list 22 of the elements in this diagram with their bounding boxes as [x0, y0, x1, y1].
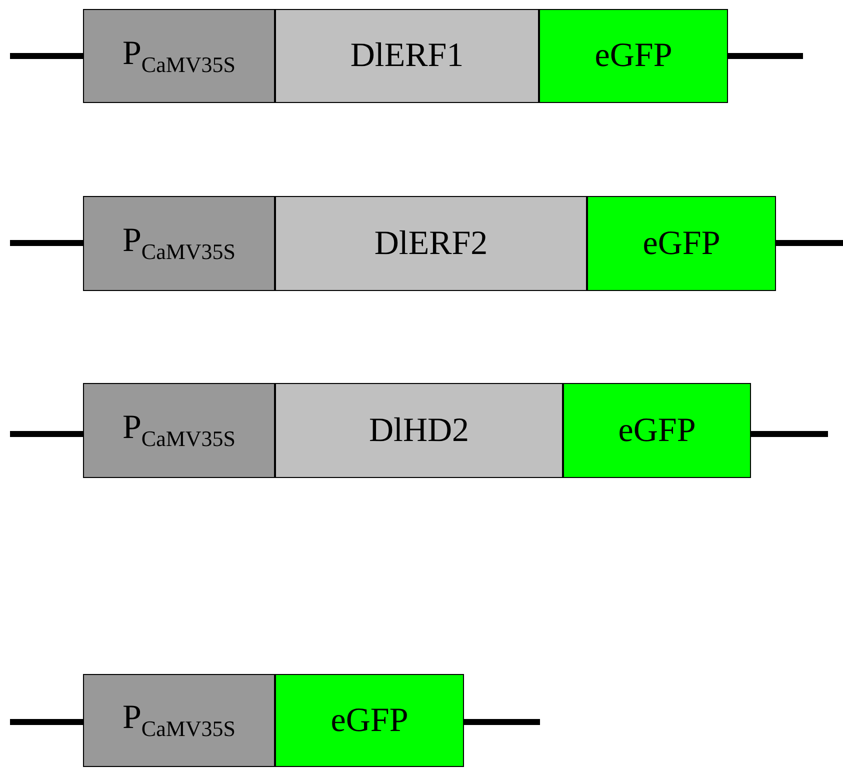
segment-label: P$_{CaMV35S}$: [122, 34, 236, 78]
reporter-segment: [587, 196, 776, 291]
segment-label: DlHD2: [368, 412, 470, 450]
reporter-segment: [539, 9, 728, 103]
promoter-segment: [83, 9, 275, 103]
segment-label: eGFP: [330, 702, 408, 740]
segment-label: P$_{CaMV35S}$: [122, 699, 236, 742]
gene-segment: [275, 196, 587, 291]
promoter-segment: [83, 196, 275, 291]
reporter-segment: [275, 674, 464, 767]
segment-label: DlERF2: [374, 224, 488, 262]
gene-segment: [275, 9, 539, 103]
segment-label: P$_{CaMV35S}$: [122, 222, 236, 265]
reporter-segment: [563, 383, 751, 478]
segment-label: DlERF1: [350, 37, 464, 75]
segment-label: eGFP: [618, 412, 696, 450]
segment-label: eGFP: [594, 37, 672, 75]
promoter-segment: [83, 383, 275, 478]
segment-label: P$_{CaMV35S}$: [122, 409, 236, 452]
segment-label: eGFP: [642, 224, 720, 262]
gene-segment: [275, 383, 563, 478]
promoter-segment: [83, 674, 275, 767]
